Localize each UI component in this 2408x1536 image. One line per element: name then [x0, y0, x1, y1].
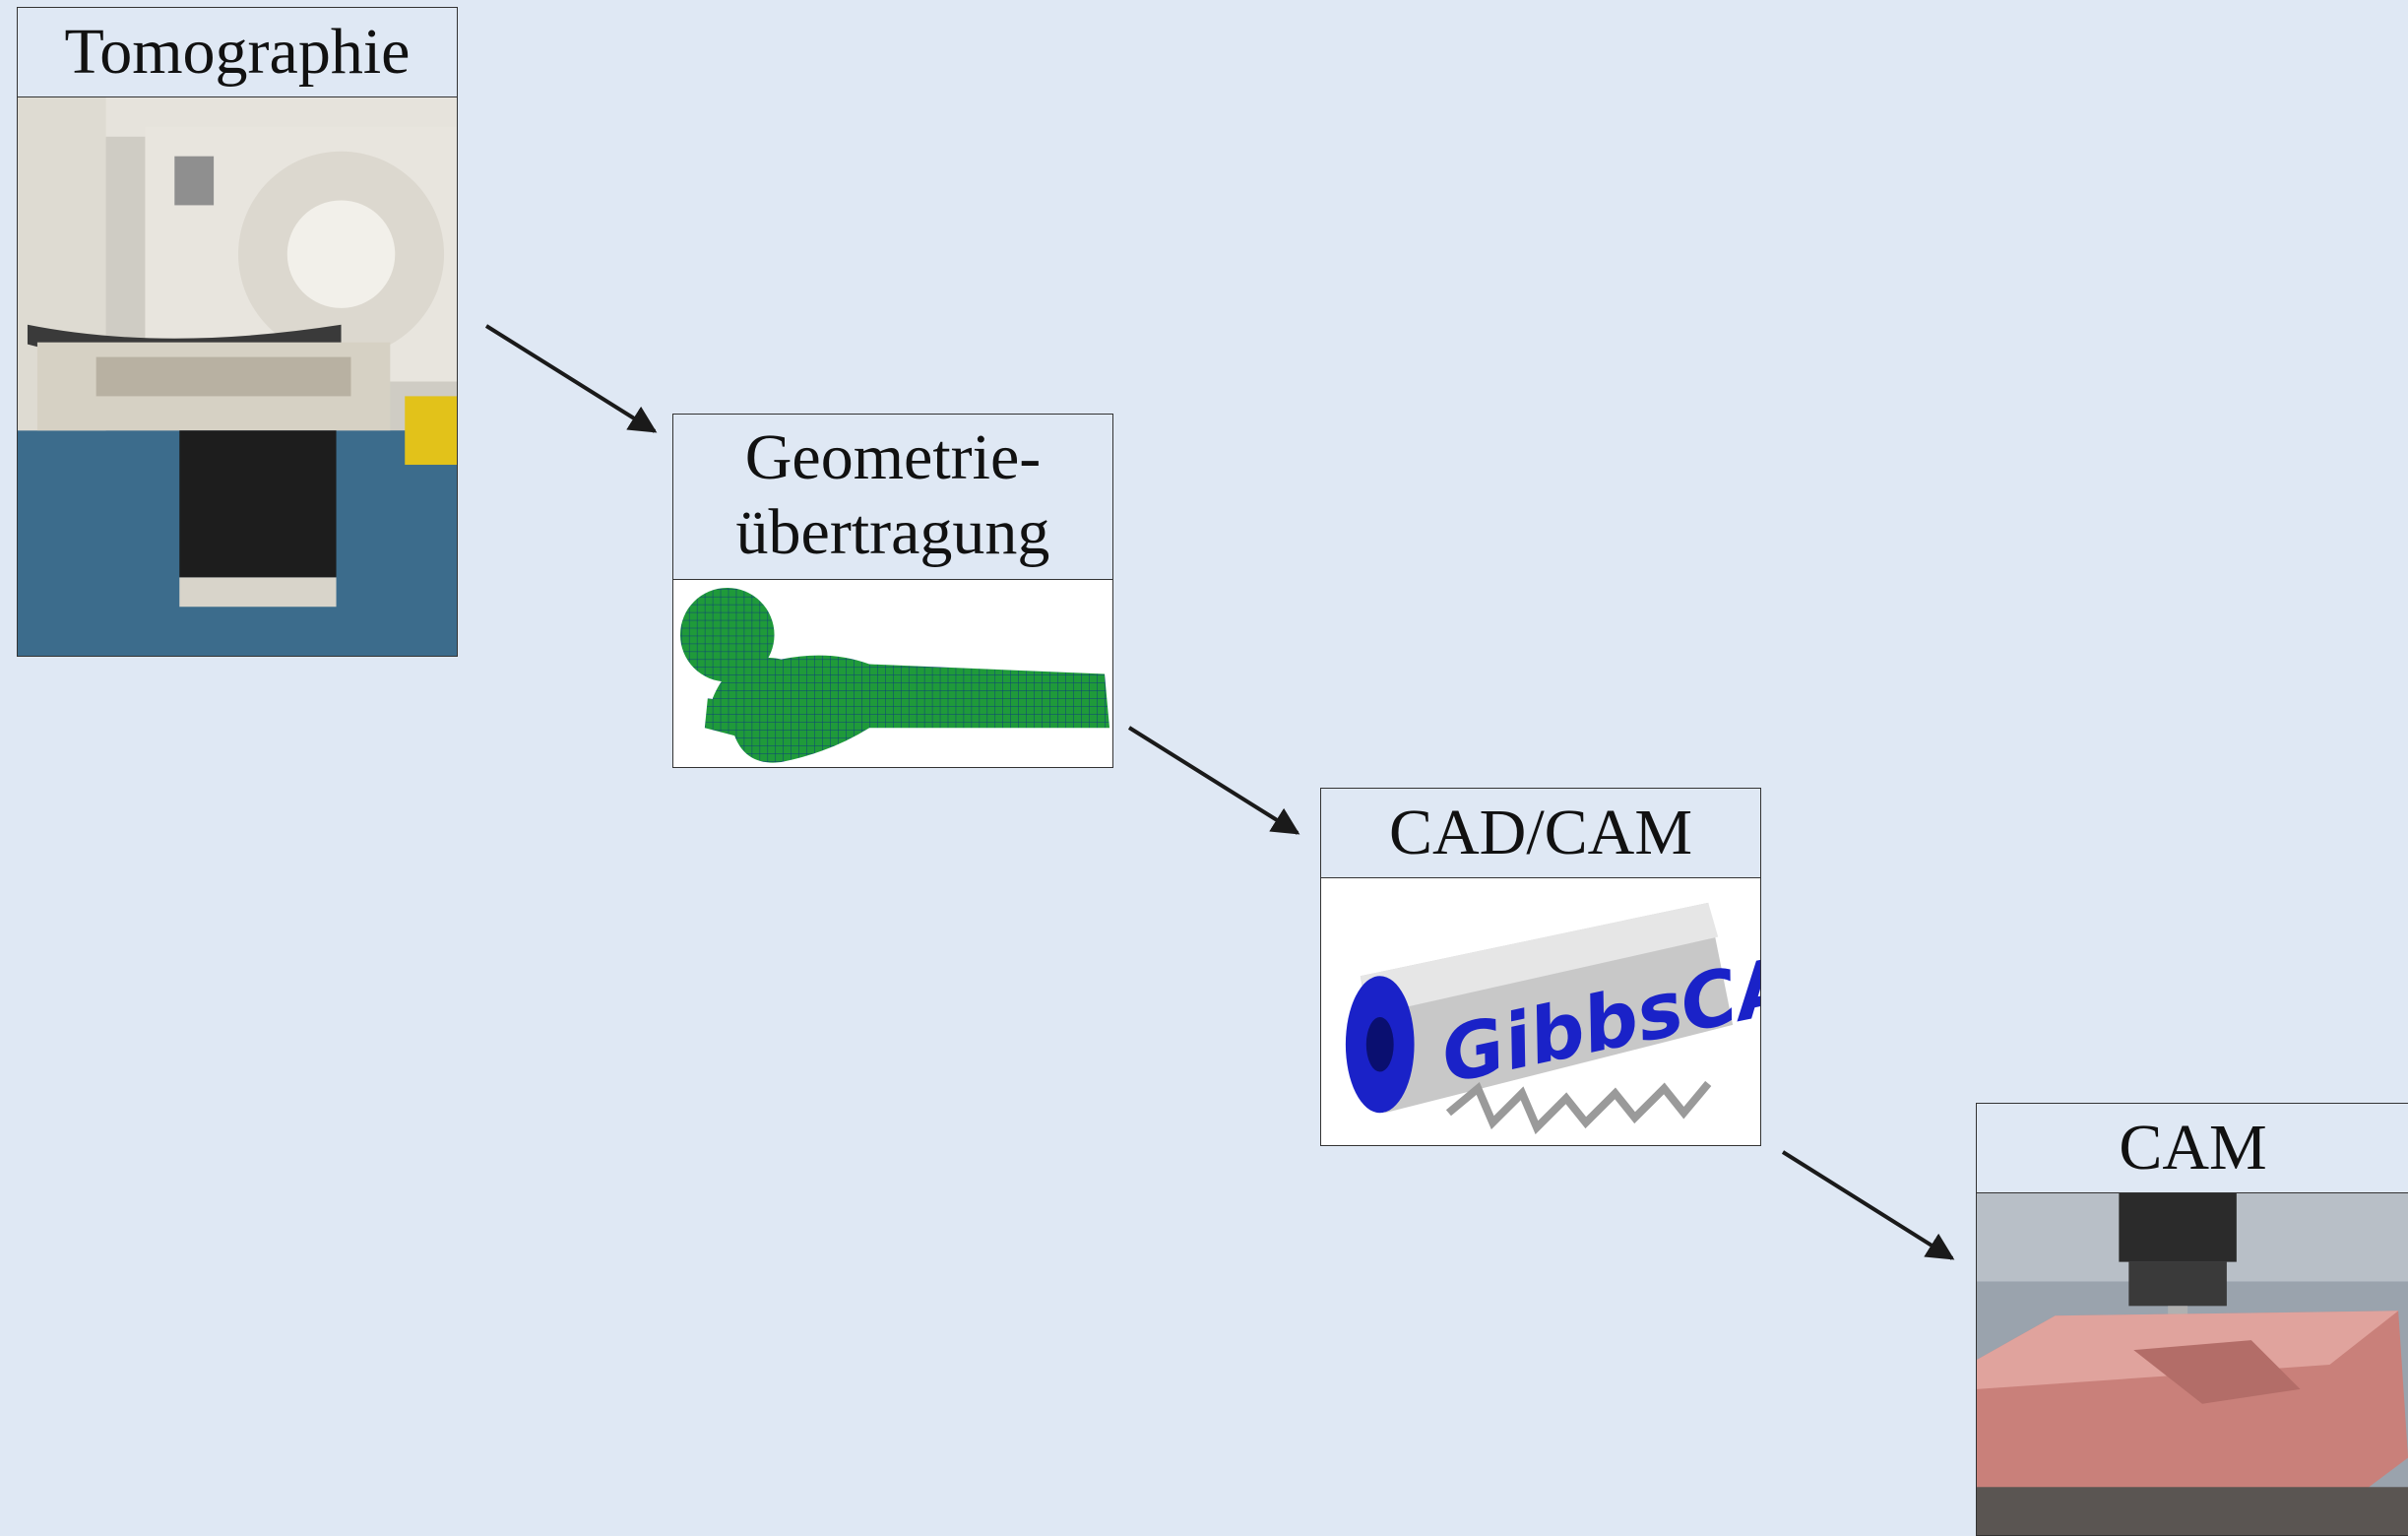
- step-label-line-2: übertragung: [735, 496, 1050, 568]
- step-label: Geometrie- übertragung: [673, 415, 1112, 580]
- ct-scanner-image: [18, 97, 457, 656]
- step-label-line-1: Geometrie-: [744, 421, 1042, 493]
- step-label: Tomographie: [18, 8, 457, 97]
- step-label: CAM: [1977, 1104, 2408, 1193]
- step-geometrie: Geometrie- übertragung: [672, 414, 1113, 768]
- arrow-3: [1781, 1150, 1955, 1260]
- step-cadcam: CAD/CAM GibbsCAM: [1320, 788, 1761, 1146]
- flow-arrows: [484, 324, 1955, 1260]
- arrow-2: [1127, 726, 1300, 835]
- step-label: CAD/CAM: [1321, 789, 1760, 878]
- gibbscam-logo: GibbsCAM: [1321, 878, 1760, 1145]
- femur-mesh-image: [673, 581, 1112, 767]
- step-tomographie: Tomographie: [17, 7, 458, 657]
- arrow-1: [484, 324, 658, 433]
